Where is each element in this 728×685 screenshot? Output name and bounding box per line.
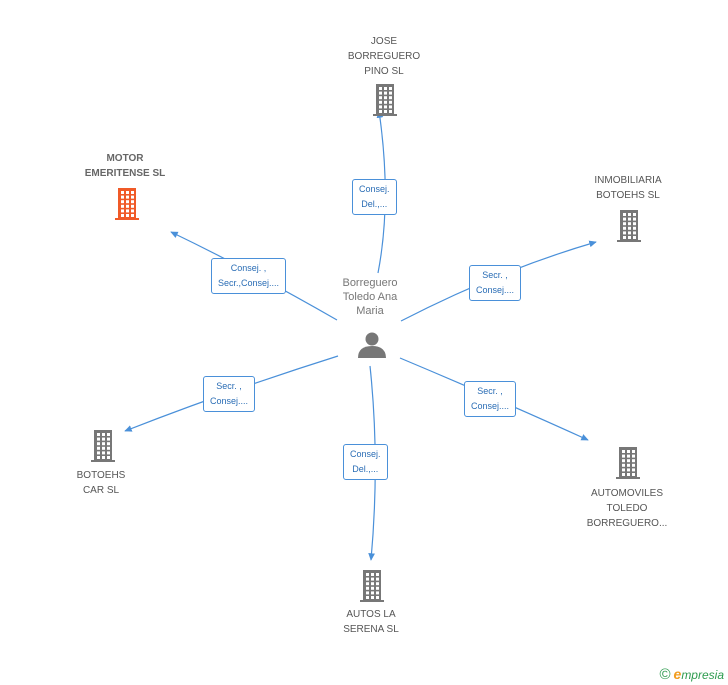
relation-box-botoehs-car[interactable]: Secr. , Consej.... <box>203 376 256 412</box>
empresia-brand[interactable]: ©empresia <box>659 666 724 683</box>
relation-box-autos[interactable]: Consej. Del.,... <box>343 444 388 480</box>
building-icon-inmobiliaria[interactable] <box>617 210 641 242</box>
company-label-jose[interactable]: JOSE BORREGUERO PINO SL <box>347 36 421 77</box>
building-icon-motor[interactable] <box>115 188 139 220</box>
building-icon-automoviles[interactable] <box>616 447 640 479</box>
relation-box-motor[interactable]: Consej. , Secr.,Consej.... <box>211 258 287 294</box>
relation-box-jose[interactable]: Consej. Del.,... <box>352 179 397 215</box>
company-label-botoehs-car[interactable]: BOTOEHS CAR SL <box>76 470 126 496</box>
company-label-automoviles[interactable]: AUTOMOVILES TOLEDO BORREGUERO... <box>586 488 668 529</box>
building-icon-autos[interactable] <box>360 570 384 602</box>
node-icons <box>91 84 641 602</box>
brand-letter: e <box>673 666 682 682</box>
company-label-motor[interactable]: MOTOR EMERITENSE SL <box>84 153 166 179</box>
building-icon-jose[interactable] <box>373 84 397 116</box>
relation-box-inmobiliaria[interactable]: Secr. , Consej.... <box>469 265 522 301</box>
building-icon-botoehs-car[interactable] <box>91 430 115 462</box>
brand-name: mpresia <box>681 668 724 682</box>
company-label-autos[interactable]: AUTOS LA SERENA SL <box>343 609 399 635</box>
center-person-label[interactable]: Borreguero Toledo Ana Maria <box>342 277 398 317</box>
company-label-inmobiliaria[interactable]: INMOBILIARIA BOTOEHS SL <box>594 175 662 201</box>
person-icon[interactable] <box>358 332 386 359</box>
relation-box-automoviles[interactable]: Secr. , Consej.... <box>464 381 517 417</box>
copyright-icon: © <box>659 666 671 683</box>
